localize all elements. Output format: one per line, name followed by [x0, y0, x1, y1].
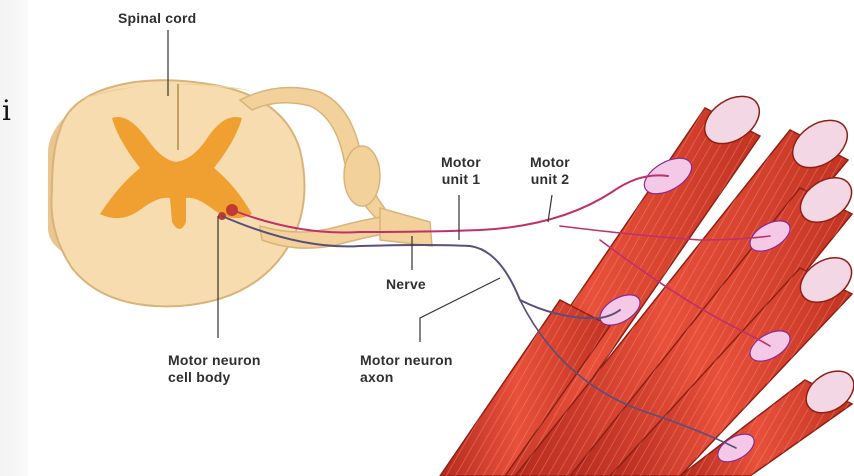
label-cell-body-line2: cell body [168, 369, 261, 386]
label-motor-unit-2-line1: Motor [520, 154, 580, 171]
label-motor-unit-1: Motor unit 1 [433, 154, 489, 188]
label-axon-line2: axon [360, 369, 453, 386]
label-motor-unit-1-line1: Motor [433, 154, 489, 171]
dorsal-root-ganglion [344, 146, 380, 206]
leader-axon [420, 278, 500, 342]
label-motor-unit-1-line2: unit 1 [433, 171, 489, 188]
label-motor-neuron-cell-body: Motor neuron cell body [168, 352, 261, 386]
label-axon-line1: Motor neuron [360, 352, 453, 369]
label-spinal-cord: Spinal cord [118, 10, 196, 27]
label-motor-unit-2-line2: unit 2 [520, 171, 580, 188]
label-motor-neuron-axon: Motor neuron axon [360, 352, 453, 386]
label-motor-unit-2: Motor unit 2 [520, 154, 580, 188]
label-cell-body-line1: Motor neuron [168, 352, 261, 369]
nerve-trunk [380, 208, 432, 246]
muscle-fibers [440, 87, 854, 476]
spinal-cord-group [48, 80, 432, 306]
label-nerve: Nerve [386, 276, 426, 293]
